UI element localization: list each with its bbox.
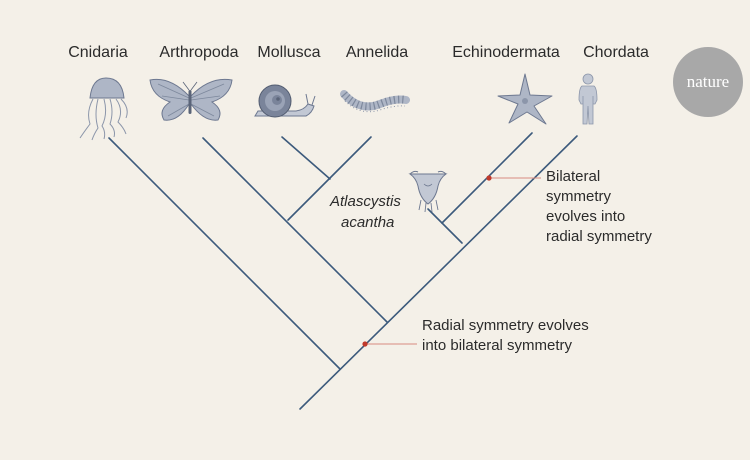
taxon-label-cnidaria: Cnidaria	[68, 44, 128, 61]
branch-main-trunk	[299, 135, 578, 410]
worm-icon	[340, 90, 410, 113]
nature-logo: nature	[673, 47, 743, 117]
taxon-label-annelida: Annelida	[345, 44, 409, 61]
snail-icon	[254, 84, 316, 118]
annotation-line: into bilateral symmetry	[422, 337, 573, 354]
fossil-species-label: Atlascystis acantha	[330, 191, 401, 233]
branch-mollusca	[281, 136, 331, 180]
jellyfish-icon	[79, 77, 128, 141]
annotation-line: radial symmetry	[546, 228, 652, 245]
annotation-line: symmetry	[546, 188, 611, 205]
taxon-label-chordata: Chordata	[583, 44, 649, 61]
branch-cnidaria	[108, 137, 341, 370]
human-icon	[578, 73, 598, 125]
marker-radial-to-bilateral	[362, 341, 368, 347]
annotation-radial-to-bilateral: Radial symmetry evolves into bilateral s…	[422, 316, 622, 356]
butterfly-icon	[149, 78, 233, 121]
branch-atlascystis	[427, 208, 443, 224]
fossil-genus: Atlascystis	[330, 193, 401, 210]
branch-echinoderm-stem	[441, 222, 463, 244]
taxon-label-arthropoda: Arthropoda	[159, 44, 239, 61]
taxon-label-echinodermata: Echinodermata	[452, 44, 560, 61]
marker-bilateral-to-radial	[486, 175, 492, 181]
annotation-line: Bilateral	[546, 168, 601, 185]
cystoid-fossil-icon	[408, 170, 448, 213]
fossil-species: acantha	[341, 214, 395, 231]
branch-protostomes	[202, 137, 388, 323]
starfish-icon	[497, 73, 553, 125]
annotation-line: Radial symmetry evolves	[422, 317, 589, 334]
tree-branches	[108, 132, 578, 410]
annotation-bilateral-to-radial: Bilateral symmetry evolves into radial s…	[546, 167, 686, 247]
annotation-line: evolves into	[546, 208, 626, 225]
taxon-label-mollusca: Mollusca	[257, 44, 321, 61]
